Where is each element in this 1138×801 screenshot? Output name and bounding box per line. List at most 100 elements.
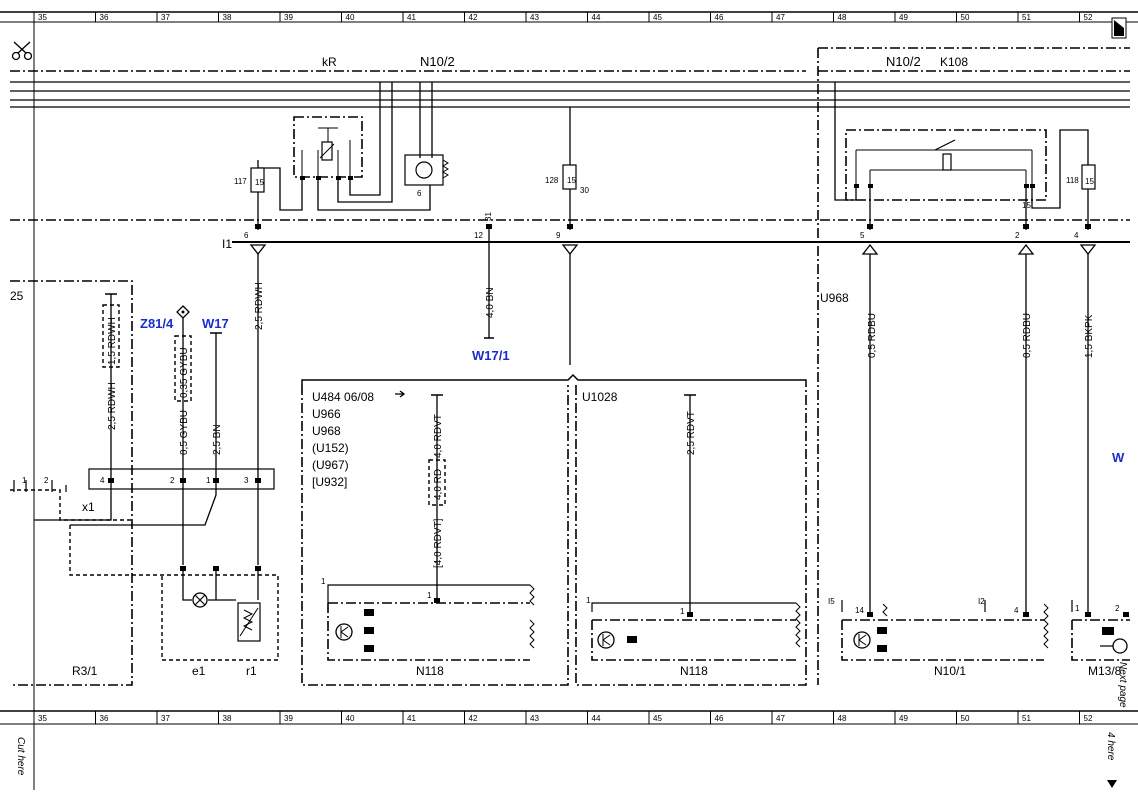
top-grid-column-number: 44 [592,13,601,22]
top-grid-column-number: 46 [715,13,724,22]
n118b-pin-1: 1 [586,596,591,605]
variant-block: U484 06/08 U966 U968 (U152) (U967) [U932… [312,390,618,489]
top-grid-column-number: 35 [38,13,47,22]
wire-label-4-0-bn: 4,0 BN [485,287,496,318]
x1-pin-2-left: 2 [44,476,49,485]
bottom-grid-column-number: 39 [284,714,293,723]
component-r3-1-label: R3/1 [72,664,98,678]
x1-pin-1: 1 [206,476,211,485]
bottom-grid-column-number: 40 [346,714,355,723]
top-grid-column-number: 39 [284,13,293,22]
bottom-grid-column-number: 46 [715,714,724,723]
k108-label: K108 [940,55,968,69]
n118-component-a: 1 1 N118 [321,577,535,678]
bus-i1-label: I1 [222,237,232,251]
wire-label-0-35-gybu: 0,35 GYBU [179,347,190,398]
n101-pin-14: 14 [855,606,864,615]
bottom-grid-column-number: 45 [653,714,662,723]
bottom-grid-column-number: 52 [1084,714,1093,723]
fuse-118-rating: 15 [1085,177,1094,186]
n118-outer-frame [301,373,807,686]
bottom-grid-column-number: 36 [100,714,109,723]
top-grid-column-number: 43 [530,13,539,22]
ref-w17: W17 [202,316,229,331]
ref-z81-4: Z81/4 [140,316,174,331]
wire-label-1-5-rdwh: 1,5 RDWH [107,317,118,365]
wire-label-4-0-rd: 4,0 RD [433,469,444,500]
bottom-grid-column-number: 42 [469,714,478,723]
component-m13-8-label: M13/8 [1088,664,1122,678]
bus-pin-4: 4 [1074,231,1079,240]
bottom-grid-column-number: 41 [407,714,416,723]
variant-u966: U966 [312,407,341,421]
bottom-grid-column-number: 50 [961,714,970,723]
top-grid-column-number: 49 [899,13,908,22]
bottom-grid-column-number: 38 [223,714,232,723]
wire-label-0-5-rdbu-b: 0,5 RDBU [1022,313,1033,358]
section-25-label: 25 [10,289,24,303]
rdvt-wire-a: 4,0 RDVT 4,0 RD [4,0 RDVT] [428,394,446,598]
cut-here-label: Cut here [15,737,26,776]
power-rails [10,81,1130,108]
e1-r1-box: e1 r1 [69,525,279,678]
top-grid-column-number: 38 [223,13,232,22]
variant-u1028: U1028 [582,390,618,404]
n118-component-b: 1 1 N118 [586,596,801,678]
pin-15d-label: 15 [1022,201,1031,210]
variant-u152: (U152) [312,441,349,455]
fuse-117: 117 15 [234,160,265,230]
connector-x1: 1 2 4 2 1 3 x1 [13,468,275,565]
fuse-118: 118 15 [1066,129,1096,230]
n10-2-label-right: N10/2 [886,54,921,69]
wire-label-2-5-bn: 2,5 BN [212,424,223,455]
fuse-128: 128 15 30 [545,107,589,230]
n101-pin-i5: I5 [828,597,835,606]
bottom-grid-column-number: 48 [838,714,847,723]
pin-31-label: 31 [484,212,493,221]
m13-8-component: 1 2 M13/8 [1071,600,1130,678]
fuse-128-terminal: 30 [580,186,589,195]
wire-label-1-5-bkpk: 1,5 BKPK [1084,314,1095,358]
wire-label-2-5-rdvt: 2,5 RDVT [686,411,697,455]
fuse-128-rating: 15 [567,176,576,185]
rdwh-wire-left: 1,5 RDWH 2,5 RDWH [102,293,120,480]
next-page-here-label: 4 here [1105,732,1116,761]
z81-4-connection: Z81/4 0,35 GYBU 0,5 GYBU [140,305,192,480]
n101-pin-4: 4 [1014,606,1019,615]
n101-pin-i2: I2 [978,597,985,606]
top-grid-column-number: 40 [346,13,355,22]
bottom-grid-column-number: 44 [592,714,601,723]
component-e1-label: e1 [192,664,206,678]
m138-pin-2: 2 [1115,604,1120,613]
variant-u967: (U967) [312,458,349,472]
n10-2-label-left: N10/2 [420,54,455,69]
kr-label: kR [322,55,337,69]
fuse-118-number: 118 [1066,176,1079,185]
ref-w17-1: W17/1 [472,348,510,363]
wire-label-2-5-rdwh: 2,5 RDWH [254,282,265,330]
bus-pin-5: 5 [860,231,865,240]
fuse-117-number: 117 [234,177,247,186]
fuse-117-rating: 15 [255,178,264,187]
bus-pin-12: 12 [474,231,483,240]
n10-1-component: I5 14 I2 4 N10/1 [828,597,1049,678]
n118b-pin-1b: 1 [680,607,685,616]
bus-i1: I1 6 12 9 5 2 4 [222,224,1130,251]
w17-connection: W17 2,5 BN [202,316,229,480]
component-n118-a-label: N118 [416,664,444,678]
terminal-icon-b [627,636,637,643]
top-grid-column-number: 51 [1022,13,1031,22]
ref-w-edge: W [1112,450,1125,465]
wire-label-2-5-rdwh-b: 2,5 RDWH [107,382,118,430]
top-grid-column-number: 42 [469,13,478,22]
r3-1-inner-boundary [10,489,132,521]
bottom-grid-column-number: 47 [776,714,785,723]
fuse-128-number: 128 [545,176,559,185]
bus-pin-9: 9 [556,231,561,240]
section-25-boundary: 25 [10,280,133,686]
n118a-pin-1: 1 [321,577,326,586]
top-grid-column-number: 36 [100,13,109,22]
bus-pin-6: 6 [244,231,249,240]
top-grid-column-number: 41 [407,13,416,22]
top-grid-column-number: 37 [161,13,170,22]
